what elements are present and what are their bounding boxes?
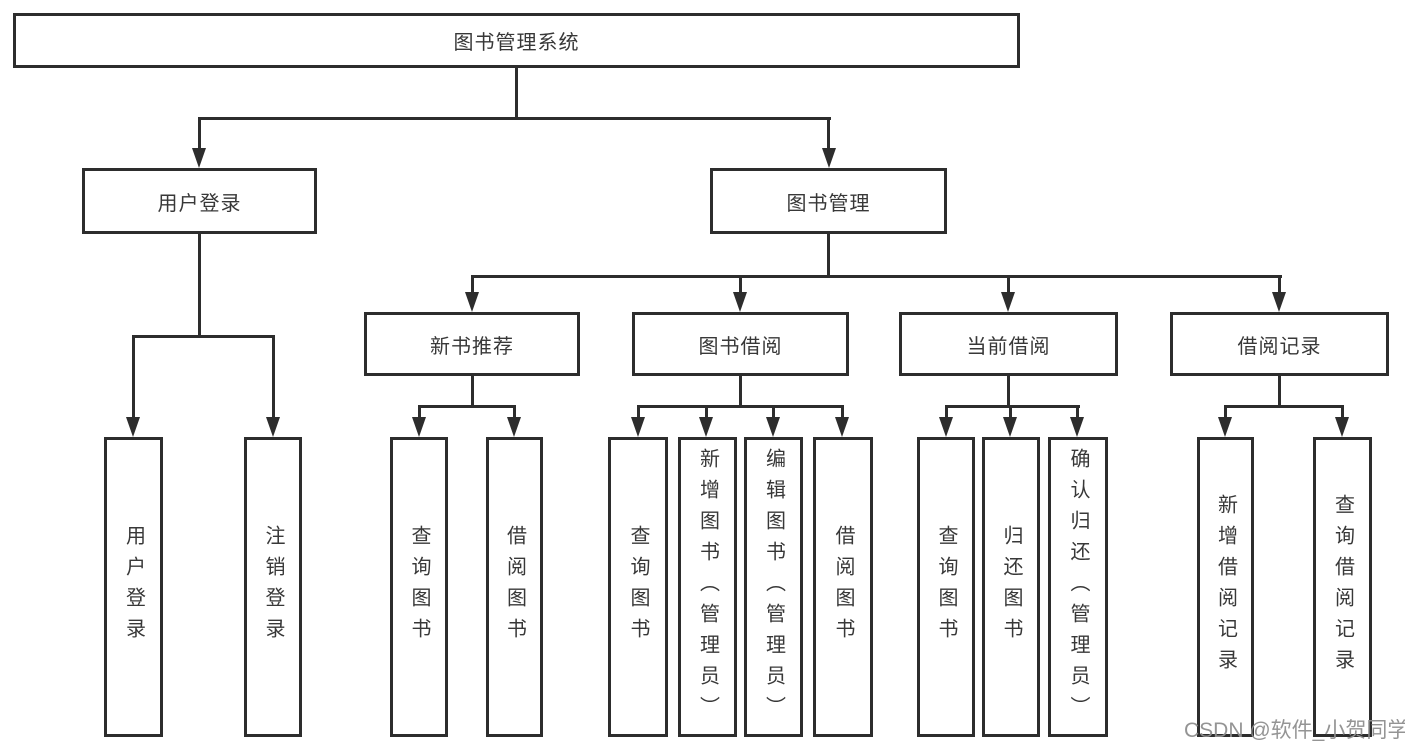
node-new-book-recommend: 新书推荐 — [364, 312, 580, 376]
arrowhead-new-book — [465, 292, 479, 312]
connector-mgmt-bar — [471, 275, 1282, 278]
arrowhead-cur-confirm — [1070, 417, 1084, 437]
node-label: 当前借阅 — [966, 335, 1051, 358]
node-book-management: 图书管理 — [710, 168, 947, 234]
leaf-user-login: 用户登录 — [104, 437, 163, 737]
node-library-system: 图书管理系统 — [13, 13, 1020, 68]
connector-rec-bar — [418, 405, 516, 408]
connector-bor-drop-4 — [841, 405, 844, 420]
connector-rec2-stem — [1278, 376, 1281, 407]
arrowhead-bor-query — [631, 417, 645, 437]
connector-rec-stem — [471, 376, 474, 407]
connector-cur-drop-1 — [945, 405, 948, 420]
leaf-borrow-books-borrowing: 借阅图书 — [813, 437, 873, 737]
leaf-add-book-admin: 新增图书（管理员） — [678, 437, 737, 737]
connector-cur-stem — [1007, 376, 1010, 407]
leaf-label: 查询图书 — [408, 525, 430, 649]
arrowhead-bor-edit — [766, 417, 780, 437]
connector-login-drop-1 — [132, 335, 135, 419]
connector-cur-drop-3 — [1076, 405, 1079, 420]
leaf-query-books-borrowing: 查询图书 — [608, 437, 668, 737]
leaf-edit-book-admin: 编辑图书（管理员） — [744, 437, 803, 737]
node-current-borrowing: 当前借阅 — [899, 312, 1118, 376]
node-label: 图书借阅 — [698, 335, 783, 358]
connector-bor-drop-1 — [637, 405, 640, 420]
leaf-label: 查询图书 — [935, 525, 957, 649]
connector-bor-bar — [637, 405, 844, 408]
arrowhead-leaf-logout — [266, 417, 280, 437]
connector-cur-drop-2 — [1009, 405, 1012, 420]
connector-rec2-drop-1 — [1224, 405, 1227, 420]
leaf-logout: 注销登录 — [244, 437, 302, 737]
connector-bor-stem — [739, 376, 742, 407]
connector-cur-bar — [945, 405, 1080, 408]
node-label: 新书推荐 — [430, 335, 514, 358]
arrowhead-bor-add — [699, 417, 713, 437]
leaf-label: 查询借阅记录 — [1331, 494, 1354, 680]
node-label: 用户登录 — [157, 192, 242, 215]
connector-root-bar — [198, 117, 831, 120]
leaf-borrow-books-recommend: 借阅图书 — [486, 437, 543, 737]
arrowhead-rec2-query — [1335, 417, 1349, 437]
leaf-label: 注销登录 — [262, 525, 284, 649]
arrowhead-rec-query — [412, 417, 426, 437]
arrowhead-leaf-user-login — [126, 417, 140, 437]
leaf-label: 新增图书（管理员） — [696, 447, 719, 727]
leaf-add-borrow-record: 新增借阅记录 — [1197, 437, 1254, 737]
leaf-query-borrow-record: 查询借阅记录 — [1313, 437, 1372, 737]
leaf-query-books-recommend: 查询图书 — [390, 437, 448, 737]
node-book-borrowing: 图书借阅 — [632, 312, 849, 376]
leaf-label: 借阅图书 — [503, 525, 526, 649]
connector-login-stem — [198, 234, 201, 338]
connector-login-drop-2 — [272, 335, 275, 419]
connector-root-left-drop — [198, 117, 201, 150]
node-borrow-records: 借阅记录 — [1170, 312, 1389, 376]
connector-rec-drop-2 — [513, 405, 516, 420]
connector-mgmt-drop-4 — [1278, 275, 1281, 294]
connector-rec2-drop-2 — [1341, 405, 1344, 420]
node-label: 图书管理 — [786, 192, 871, 215]
arrowhead-cur-query — [939, 417, 953, 437]
arrowhead-rec-borrow — [507, 417, 521, 437]
node-label: 图书管理系统 — [453, 32, 580, 54]
leaf-confirm-return-admin: 确认归还（管理员） — [1048, 437, 1108, 737]
leaf-return-book: 归还图书 — [982, 437, 1040, 737]
leaf-query-books-current: 查询图书 — [917, 437, 975, 737]
csdn-watermark: CSDN @软件_小贺同学 — [1184, 719, 1405, 742]
leaf-label: 确认归还（管理员） — [1067, 447, 1089, 727]
arrowhead-book-borrowing — [733, 292, 747, 312]
arrowhead-bor-borrow — [835, 417, 849, 437]
arrowhead-user-login — [192, 148, 206, 168]
connector-bor-drop-3 — [772, 405, 775, 420]
leaf-label: 查询图书 — [627, 525, 649, 649]
leaf-label: 归还图书 — [1000, 525, 1022, 649]
arrowhead-rec2-add — [1218, 417, 1232, 437]
connector-root-stem — [515, 68, 518, 120]
arrowhead-cur-return — [1003, 417, 1017, 437]
connector-bor-drop-2 — [705, 405, 708, 420]
connector-rec-drop-1 — [418, 405, 421, 420]
connector-rec2-bar — [1224, 405, 1344, 408]
arrowhead-book-management — [822, 148, 836, 168]
node-user-login: 用户登录 — [82, 168, 317, 234]
leaf-label: 用户登录 — [122, 525, 145, 649]
connector-mgmt-drop-2 — [739, 275, 742, 294]
connector-mgmt-drop-3 — [1007, 275, 1010, 294]
connector-mgmt-stem — [827, 234, 830, 277]
connector-root-right-drop — [827, 117, 830, 150]
arrowhead-borrow-records — [1272, 292, 1286, 312]
arrowhead-current-borrowing — [1001, 292, 1015, 312]
connector-mgmt-drop-1 — [471, 275, 474, 294]
connector-login-bar — [132, 335, 275, 338]
leaf-label: 借阅图书 — [832, 525, 854, 649]
leaf-label: 新增借阅记录 — [1214, 494, 1237, 680]
leaf-label: 编辑图书（管理员） — [762, 447, 785, 727]
node-label: 借阅记录 — [1237, 335, 1322, 358]
